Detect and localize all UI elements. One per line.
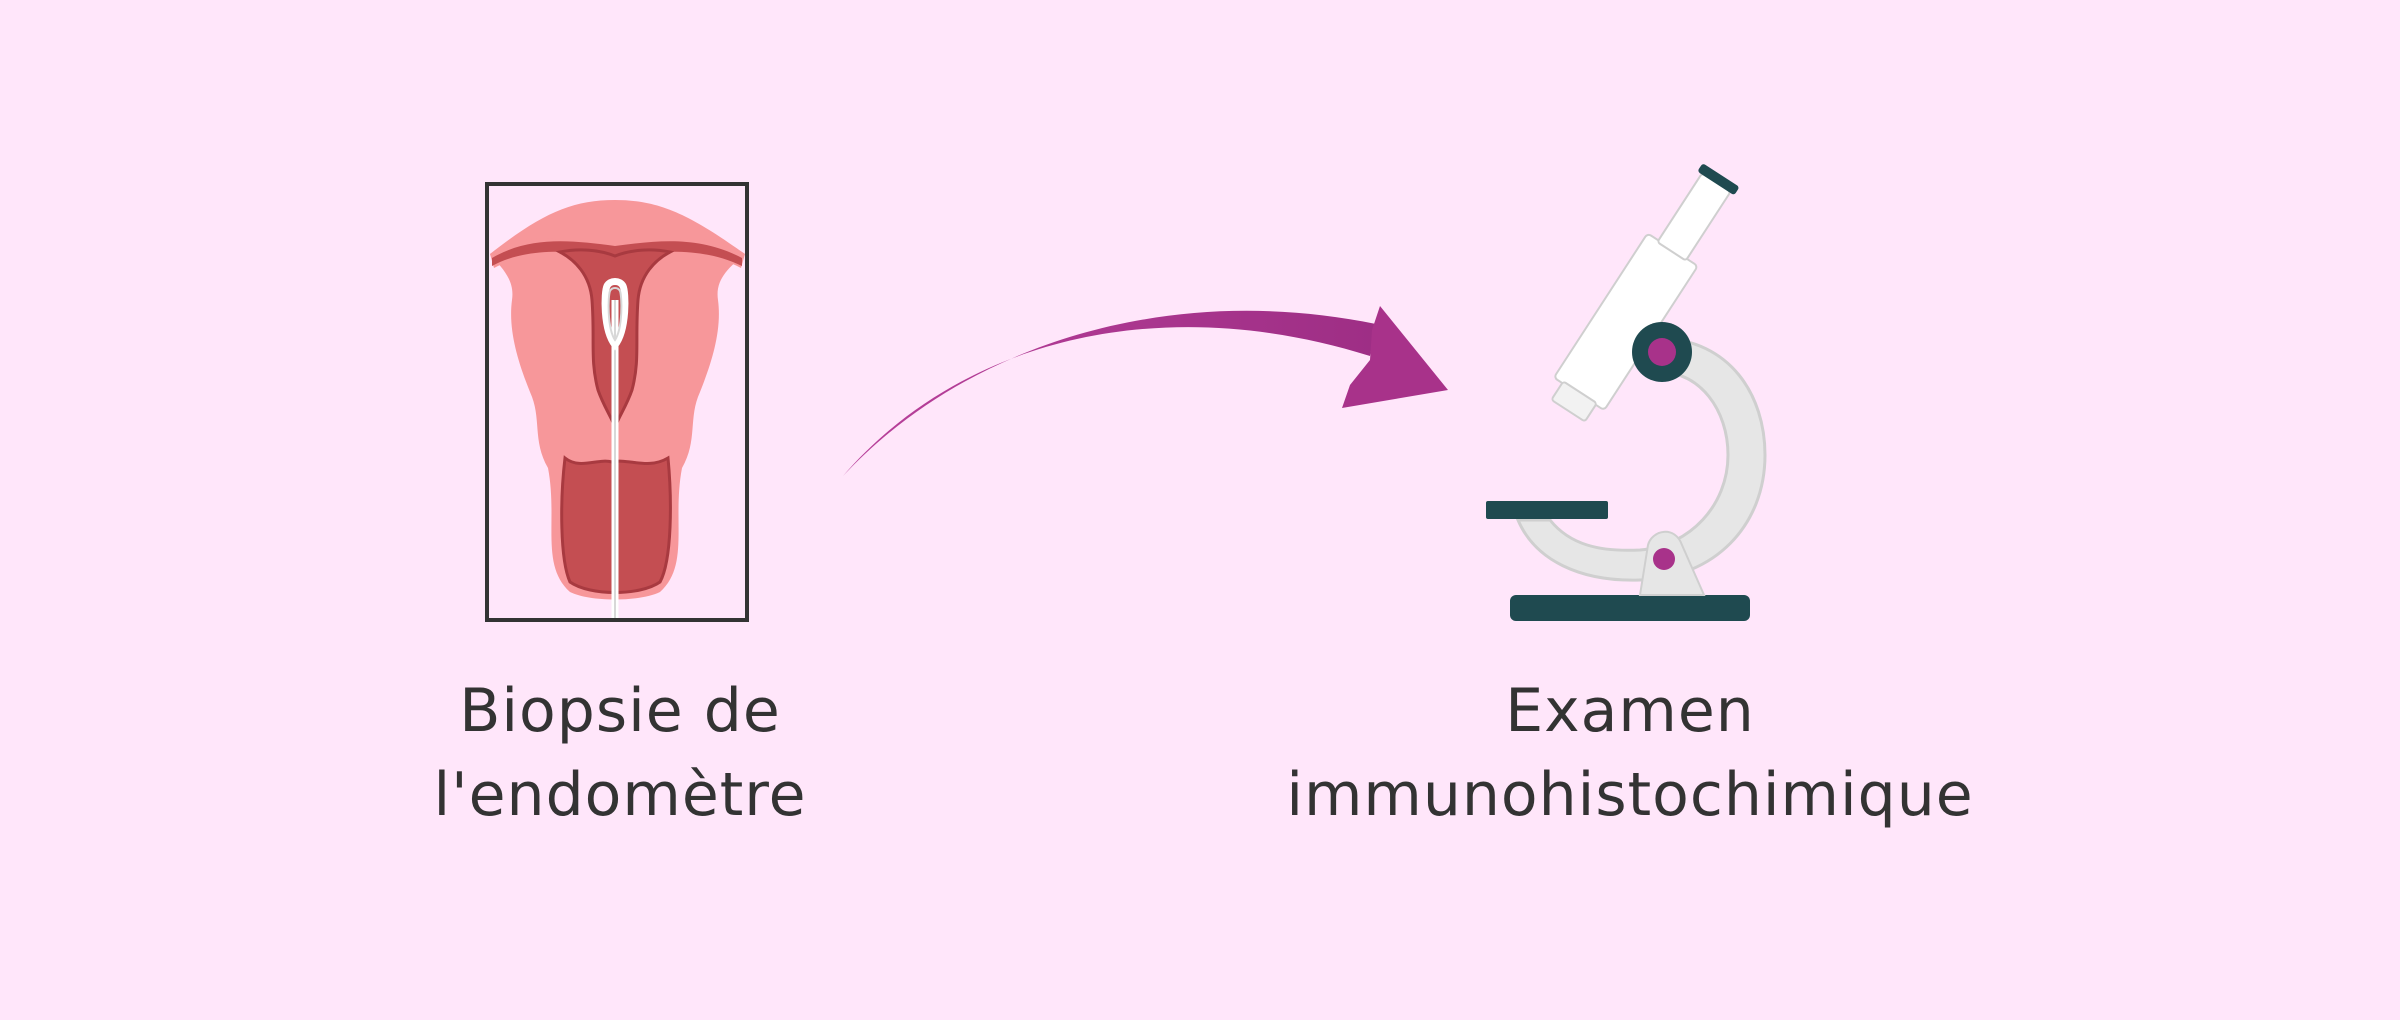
objective-lens (1551, 381, 1597, 422)
microscope-tube (1554, 233, 1698, 410)
step-label-exam-line2: immunohistochimique (1286, 760, 1974, 830)
step-label-biopsy-line1: Biopsie de (459, 676, 781, 746)
curved-arrow-icon (843, 306, 1448, 476)
step-label-biopsy: Biopsie de l'endomètre (320, 669, 920, 837)
microscope-base (1510, 595, 1750, 621)
biopsy-catheter-tip (601, 278, 629, 351)
step-label-biopsy-line2: l'endomètre (433, 760, 807, 830)
biopsy-frame (485, 182, 749, 622)
step-label-exam-line1: Examen (1505, 676, 1755, 746)
arrow-head (1342, 306, 1448, 408)
eyepiece-cap (1698, 164, 1739, 195)
microscope-arm (1515, 336, 1767, 582)
focus-knob (1653, 548, 1675, 570)
microscope-stage (1486, 501, 1608, 519)
microscope-icon (1486, 164, 1767, 621)
biopsy-catheter-tip-outline (607, 287, 623, 342)
arrow-shaft (843, 310, 1376, 476)
adjustment-knob-center (1648, 338, 1676, 366)
eyepiece (1657, 173, 1731, 261)
uterus-biopsy-icon (485, 182, 749, 622)
step-label-exam: Examen immunohistochimique (1230, 669, 2030, 837)
